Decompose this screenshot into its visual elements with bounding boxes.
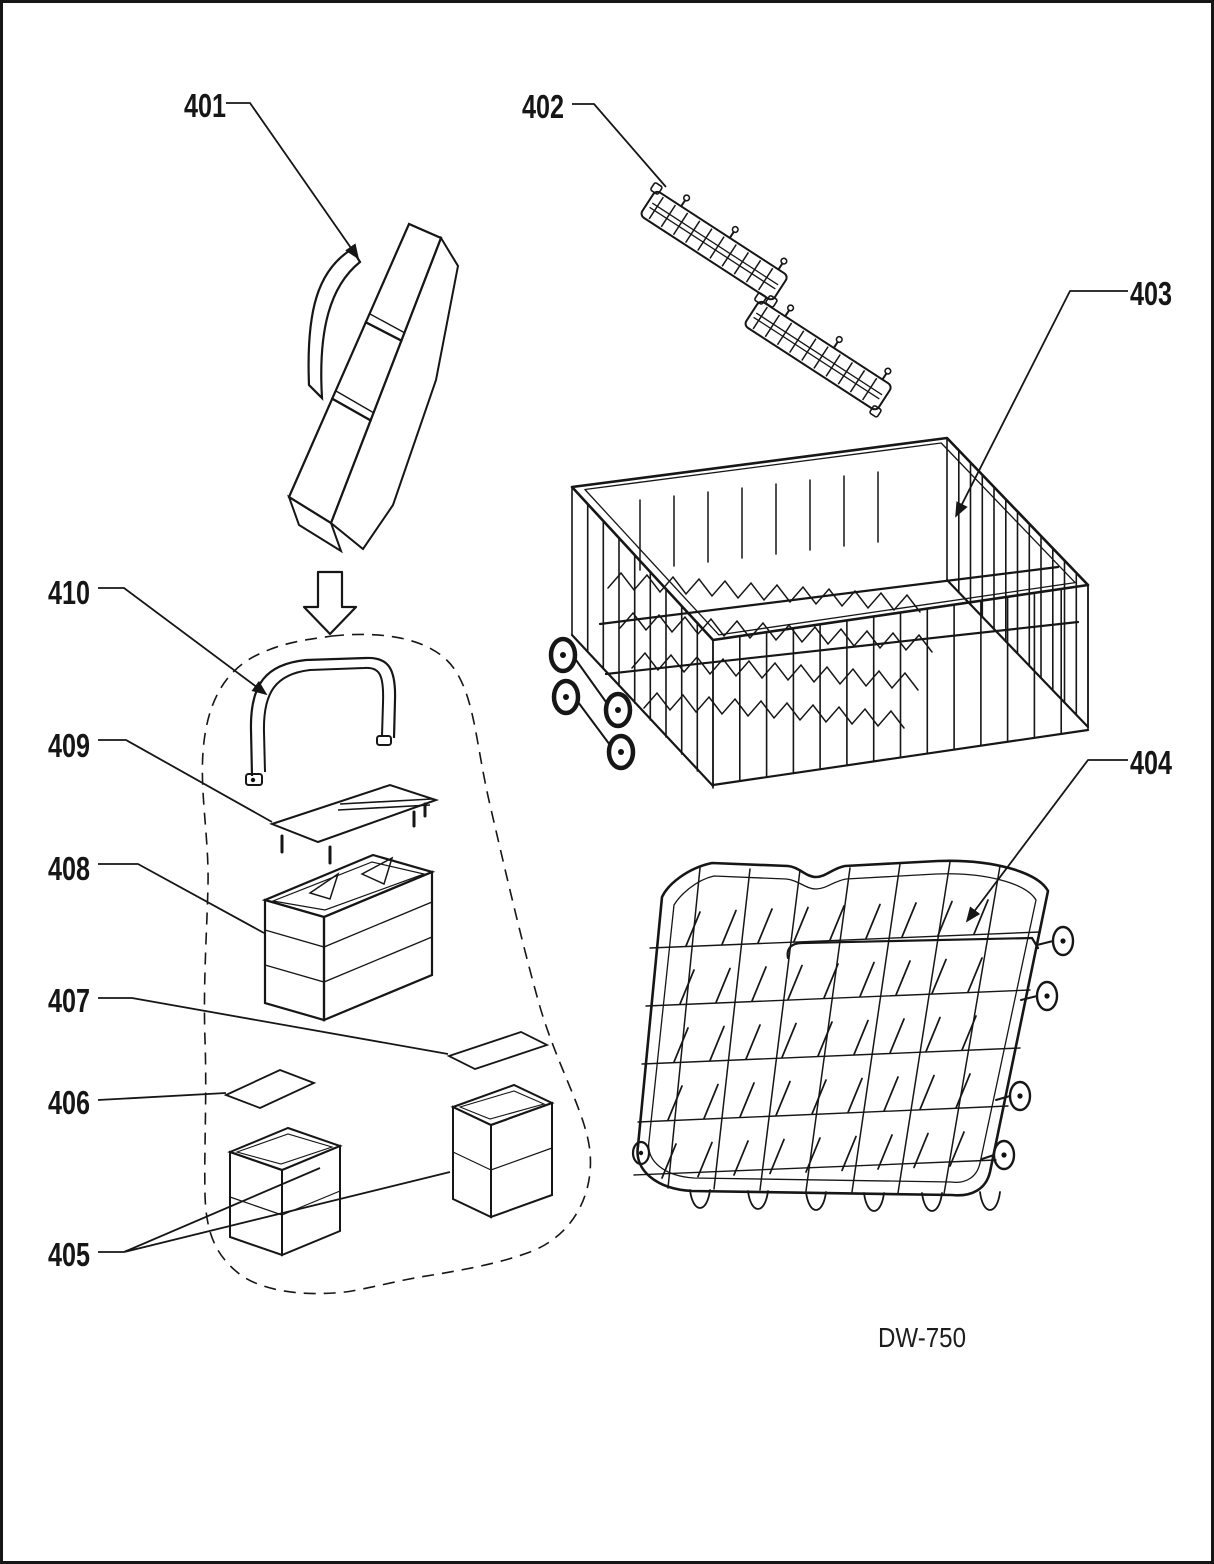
leader-408 xyxy=(98,863,265,934)
leader-402 xyxy=(572,103,667,188)
leader-403 xyxy=(955,290,1128,518)
callout-label-407: 407 xyxy=(48,982,90,1019)
callout-label-410: 410 xyxy=(48,574,90,611)
leader-401 xyxy=(226,102,360,260)
leader-405 xyxy=(98,1167,451,1253)
small-basket-drawing-right xyxy=(450,1083,555,1219)
callout-label-405: 405 xyxy=(48,1236,90,1273)
lower-rack-drawing xyxy=(631,859,1075,1212)
leader-407 xyxy=(98,997,449,1055)
insert-direction-arrow xyxy=(302,570,358,636)
leader-lines xyxy=(97,102,1128,1253)
callout-label-402: 402 xyxy=(522,88,564,125)
basket-handle-drawing xyxy=(245,656,397,786)
callout-label-409: 409 xyxy=(48,727,90,764)
model-label: DW-750 xyxy=(878,1322,966,1353)
leader-406 xyxy=(97,1092,227,1101)
leader-404 xyxy=(965,759,1128,923)
tine-rack-drawing-b xyxy=(744,292,892,418)
upper-rack-drawing xyxy=(548,436,1090,789)
callout-label-401: 401 xyxy=(184,87,226,124)
small-lid-drawing-left xyxy=(223,1069,317,1109)
basket-handle-arc xyxy=(307,247,362,401)
callout-label-403: 403 xyxy=(1130,275,1172,312)
callout-label-408: 408 xyxy=(48,850,90,887)
callout-label-406: 406 xyxy=(48,1084,90,1121)
small-basket-drawing-left xyxy=(227,1126,343,1257)
leader-410 xyxy=(98,587,268,696)
tine-rack-drawing-a xyxy=(640,182,788,308)
lower-rack-wheels xyxy=(631,925,1075,1171)
leader-409 xyxy=(98,739,273,823)
callout-label-404: 404 xyxy=(1130,744,1172,781)
upper-rack-wheels xyxy=(548,636,636,771)
small-lid-drawing-right xyxy=(446,1031,550,1070)
group-outline-dashed xyxy=(201,633,592,1295)
basket-body-drawing xyxy=(261,853,436,1022)
basket-lid-drawing xyxy=(269,783,440,865)
cutlery-basket-assembly-drawing xyxy=(287,222,460,554)
